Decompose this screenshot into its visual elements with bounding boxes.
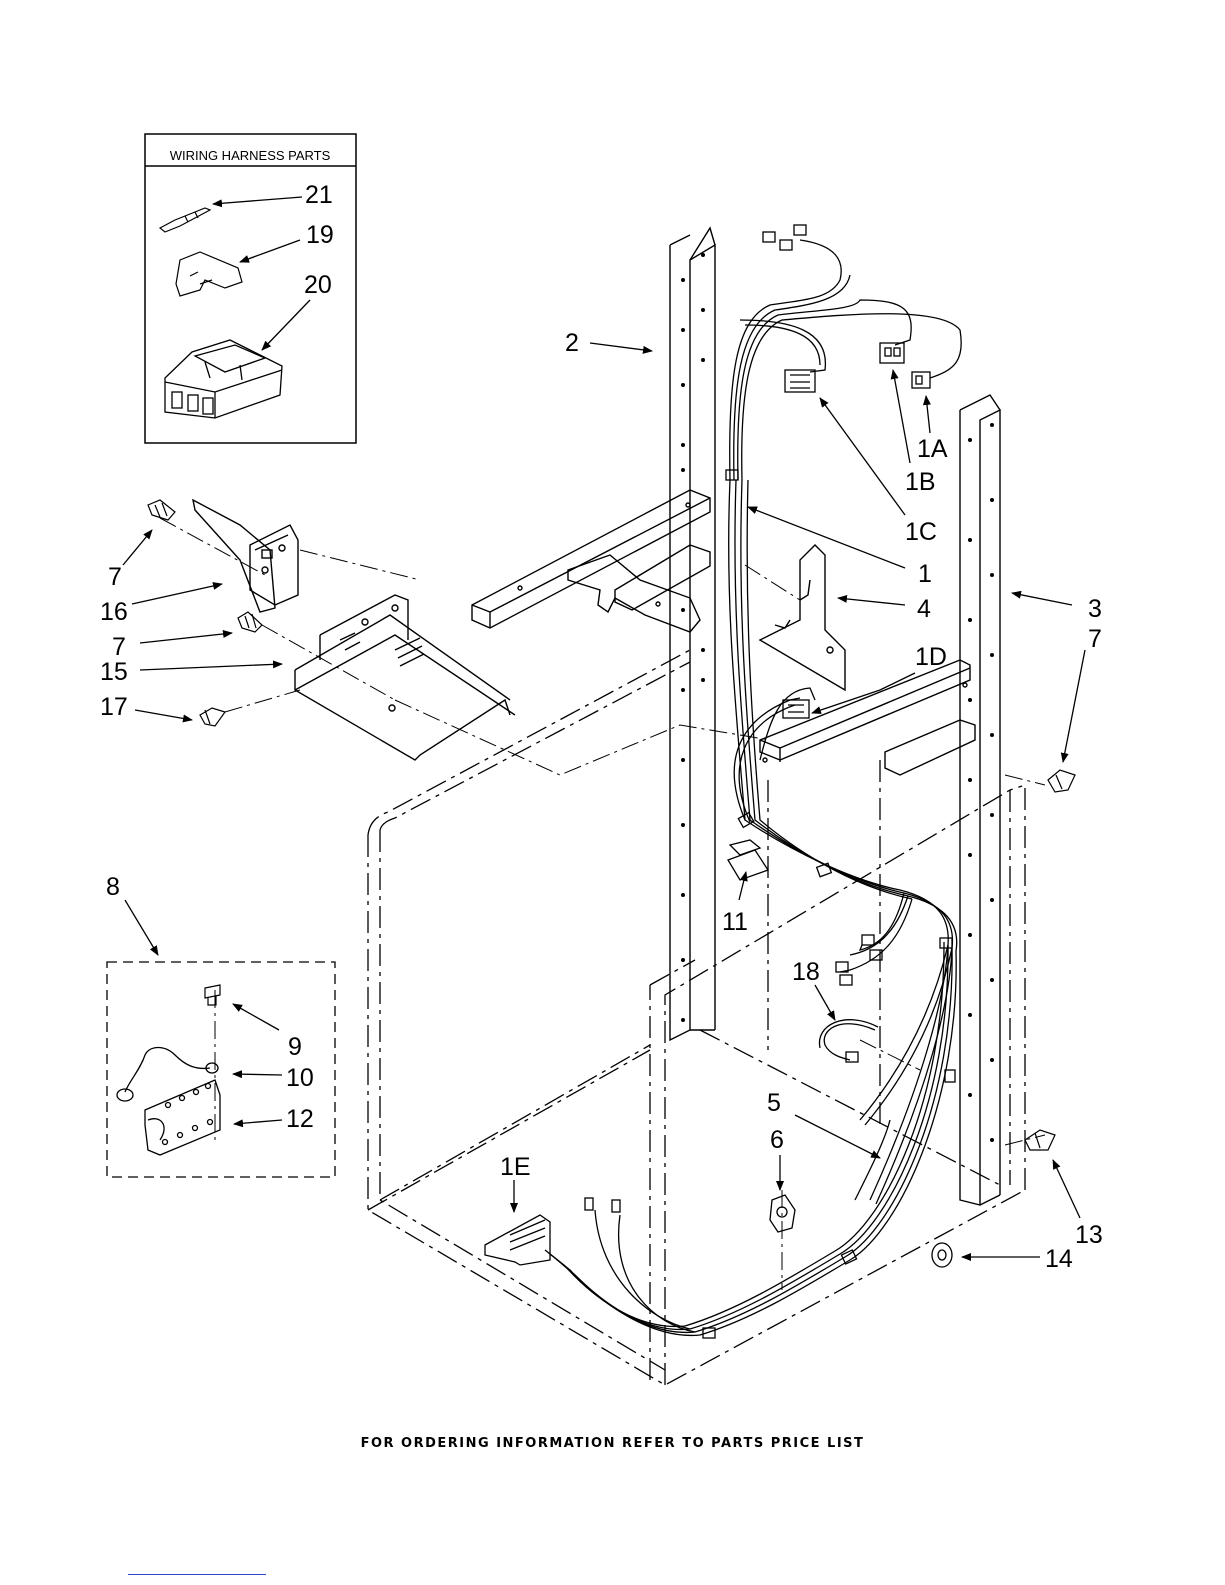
wire-strap-part-5 bbox=[855, 1120, 890, 1200]
callout-2: 2 bbox=[565, 329, 579, 357]
inset-box-title: WIRING HARNESS PARTS bbox=[170, 148, 331, 163]
callout-4: 4 bbox=[917, 595, 931, 623]
callout-7-middle: 7 bbox=[112, 633, 126, 661]
connector-1B bbox=[880, 343, 904, 363]
connector-top bbox=[763, 225, 806, 250]
callout-15: 15 bbox=[100, 658, 128, 686]
callout-1: 1 bbox=[918, 560, 932, 588]
screw-17 bbox=[200, 708, 225, 726]
connector-1E bbox=[485, 1215, 550, 1265]
callout-1C: 1C bbox=[905, 518, 937, 546]
callout-14: 14 bbox=[1045, 1245, 1073, 1273]
callout-17: 17 bbox=[100, 693, 128, 721]
callout-11: 11 bbox=[722, 908, 748, 936]
control-bracket-part-15 bbox=[295, 595, 515, 760]
callout-1E: 1E bbox=[500, 1153, 531, 1181]
clip-part-11 bbox=[728, 840, 768, 880]
inset-label-19: 19 bbox=[306, 221, 334, 249]
callout-7-upper: 7 bbox=[108, 563, 122, 591]
wiring-harness-parts-box: WIRING HARNESS PARTS 21 19 20 bbox=[145, 134, 356, 443]
callout-1B: 1B bbox=[905, 468, 936, 496]
callout-18: 18 bbox=[792, 958, 820, 986]
inset-label-20: 20 bbox=[304, 271, 332, 299]
connector-1D bbox=[783, 700, 809, 718]
cable-tie-part-18 bbox=[819, 1020, 878, 1062]
connector-1C bbox=[785, 370, 815, 392]
callout-9: 9 bbox=[288, 1033, 302, 1061]
connector-1A bbox=[912, 372, 930, 388]
ground-strap-part-12 bbox=[145, 1080, 220, 1155]
callout-6: 6 bbox=[770, 1126, 784, 1154]
centerlines bbox=[160, 518, 1045, 1290]
wire-terminals bbox=[585, 935, 882, 1212]
screw-part-13 bbox=[1025, 1130, 1055, 1150]
left-cross-rail bbox=[472, 490, 710, 632]
ground-wire-part-10 bbox=[117, 1048, 218, 1102]
bracket-part-4 bbox=[760, 545, 845, 690]
callout-12: 12 bbox=[286, 1105, 314, 1133]
connector-housing-part-20 bbox=[165, 340, 282, 418]
leader-20 bbox=[262, 300, 310, 350]
bottom-link-underline[interactable] bbox=[128, 1574, 266, 1575]
callout-7-right: 7 bbox=[1088, 625, 1102, 653]
cabinet-phantom-outline bbox=[368, 650, 1025, 1385]
leader-21 bbox=[213, 197, 302, 204]
connector-clip-part-19 bbox=[176, 252, 242, 296]
terminal-part-21 bbox=[160, 208, 210, 232]
screw-7-right bbox=[1048, 770, 1075, 792]
inset-label-21: 21 bbox=[305, 181, 333, 209]
callout-5: 5 bbox=[767, 1089, 781, 1117]
left-upright-part-2 bbox=[670, 228, 715, 1040]
leader-arrows bbox=[123, 343, 1085, 1257]
switch-part-16 bbox=[193, 500, 298, 612]
callout-16: 16 bbox=[100, 598, 128, 626]
ordering-info-note: FOR ORDERING INFORMATION REFER TO PARTS … bbox=[0, 1436, 1225, 1451]
nut-part-14 bbox=[932, 1243, 952, 1267]
callout-8: 8 bbox=[106, 873, 120, 901]
callout-10: 10 bbox=[286, 1064, 314, 1092]
ground-screw-part-9 bbox=[205, 985, 220, 1005]
leader-19 bbox=[240, 240, 300, 262]
callout-3: 3 bbox=[1088, 595, 1102, 623]
screw-7-middle bbox=[238, 612, 262, 632]
callout-1A: 1A bbox=[917, 435, 948, 463]
screw-7-upper bbox=[148, 500, 175, 520]
callout-1D: 1D bbox=[915, 643, 947, 671]
callout-13: 13 bbox=[1075, 1221, 1103, 1249]
